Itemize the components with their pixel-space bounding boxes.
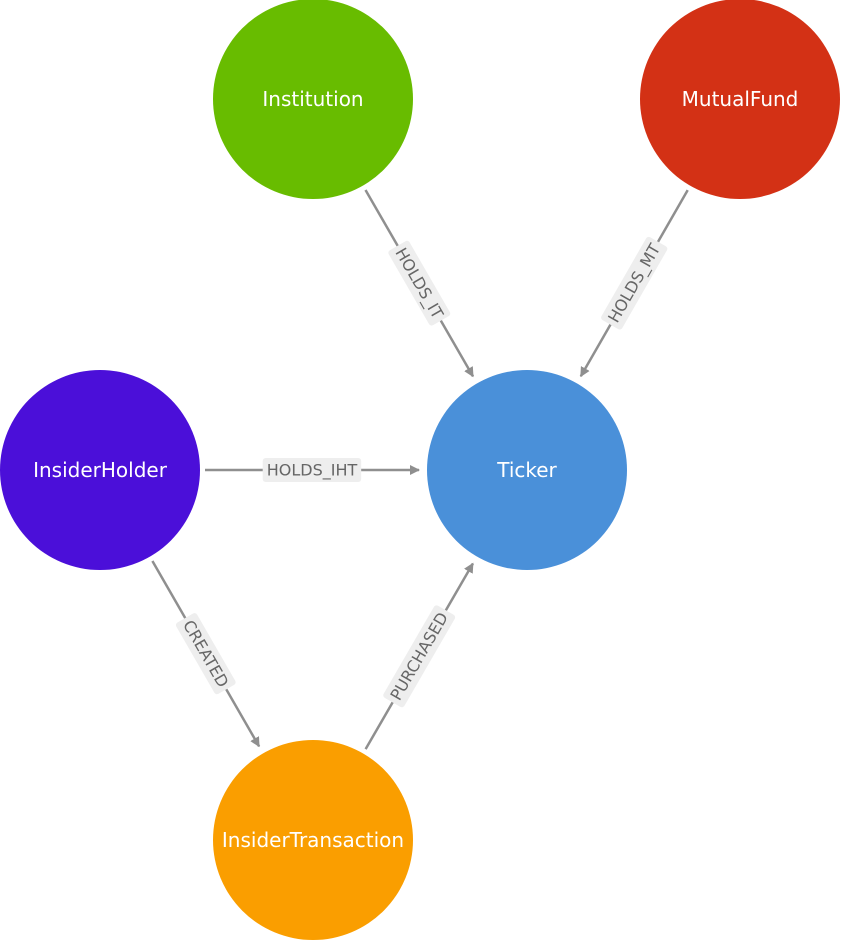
edge-label-group: PURCHASED (383, 605, 456, 708)
node-label-insiderholder: InsiderHolder (33, 458, 168, 482)
edge-label-background (175, 613, 236, 695)
edge-label-holds-it: HOLDS_IT (391, 244, 448, 322)
edge-purchased[interactable]: PURCHASED (364, 562, 474, 750)
edge-label-group: CREATED (175, 613, 236, 695)
edge-holds-mt[interactable]: HOLDS_MT (579, 189, 689, 378)
edge-label-group: HOLDS_IHT (262, 458, 362, 482)
edge-holds-it[interactable]: HOLDS_IT (364, 189, 475, 378)
node-ticker[interactable]: Ticker (427, 370, 627, 570)
edge-label-background (601, 236, 668, 330)
node-circle (0, 370, 200, 570)
node-label-insidertransaction: InsiderTransaction (222, 828, 404, 852)
node-circle (213, 740, 413, 940)
node-circle (213, 0, 413, 199)
edge-label-holds-iht: HOLDS_IHT (267, 461, 358, 481)
edge-created[interactable]: CREATED (151, 560, 261, 748)
edge-label-created: CREATED (179, 617, 233, 691)
node-institution[interactable]: Institution (213, 0, 413, 199)
node-circle (427, 370, 627, 570)
node-circle (640, 0, 840, 199)
node-insiderholder[interactable]: InsiderHolder (0, 370, 200, 570)
edge-label-background (383, 605, 456, 708)
edge-label-group: HOLDS_MT (601, 236, 668, 330)
node-label-ticker: Ticker (496, 458, 557, 482)
node-label-mutualfund: MutualFund (682, 87, 799, 111)
edge-label-group: HOLDS_IT (388, 240, 451, 326)
node-insidertransaction[interactable]: InsiderTransaction (213, 740, 413, 940)
node-label-institution: Institution (262, 87, 363, 111)
edge-label-holds-mt: HOLDS_MT (604, 240, 665, 326)
node-mutualfund[interactable]: MutualFund (640, 0, 840, 199)
edge-label-purchased: PURCHASED (386, 609, 452, 704)
edge-label-background (262, 458, 362, 482)
edge-holds-iht[interactable]: HOLDS_IHT (205, 458, 420, 482)
edge-label-background (388, 240, 451, 326)
